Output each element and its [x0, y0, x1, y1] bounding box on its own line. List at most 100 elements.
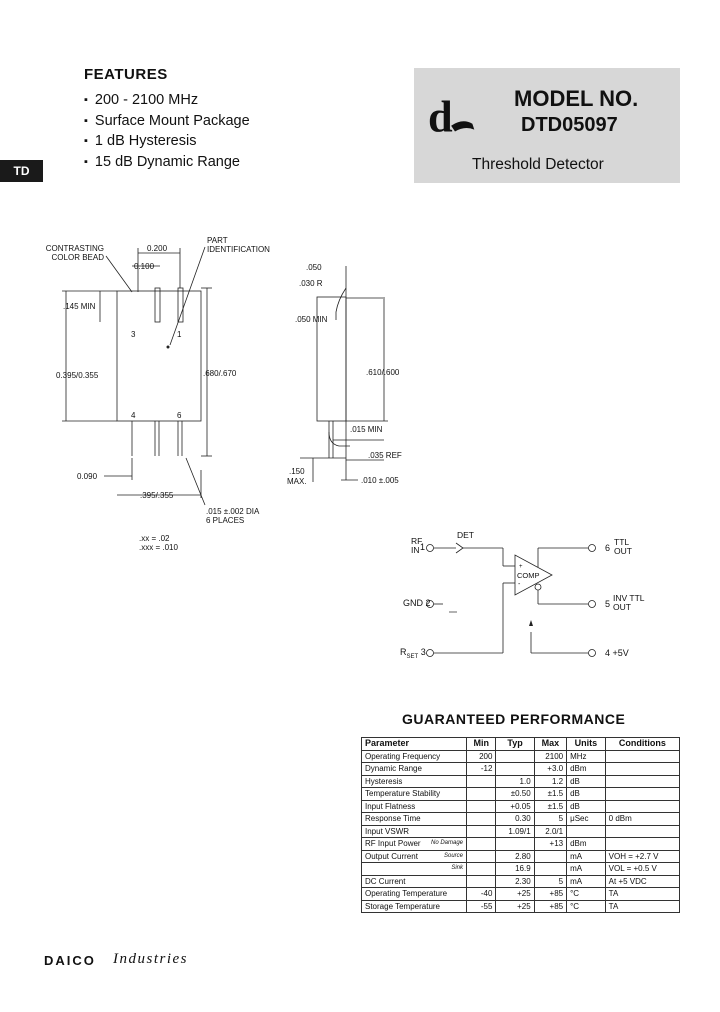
dim-035ref: .035 REF — [368, 451, 402, 460]
dim-max: MAX. — [287, 477, 307, 486]
param-name: Operating Frequency — [365, 751, 441, 761]
max-cell — [533, 849, 568, 863]
daico-logo-icon: d — [428, 96, 475, 140]
min-cell — [465, 799, 497, 813]
pin-label: 4 — [131, 411, 136, 420]
param-name: Dynamic Range — [365, 764, 422, 773]
dim-places: 6 PLACES — [206, 516, 245, 525]
param-name: Operating Temperature — [365, 889, 448, 898]
comp-plus: + — [519, 564, 523, 570]
conditions-cell: TA — [604, 899, 681, 913]
max-cell: +13 — [533, 837, 568, 851]
max-cell: +85 — [533, 887, 568, 901]
param-name: Input Flatness — [365, 801, 416, 811]
label-line: IN — [411, 545, 420, 555]
dim-0200: 0.200 — [147, 244, 168, 253]
typ-cell: +25 — [495, 887, 535, 901]
units-cell: dBm — [566, 762, 606, 776]
label-line: OUT — [614, 546, 632, 556]
param-name: Input VSWR — [365, 826, 410, 836]
contrasting-bead-label: CONTRASTING COLOR BEAD — [43, 244, 104, 262]
ttl-out-label: TTL OUT — [614, 538, 632, 556]
units-cell: μSec — [566, 812, 606, 826]
typ-cell: +0.05 — [495, 799, 535, 813]
max-cell: 1.2 — [533, 774, 568, 788]
max-cell: 2.0/1 — [533, 824, 568, 838]
typ-cell: 0.30 — [495, 812, 535, 826]
features-title: FEATURES — [84, 66, 168, 83]
max-cell: 5 — [533, 874, 568, 888]
units-cell: dB — [566, 774, 606, 788]
column-header: Min — [465, 737, 497, 751]
feature-item: 15 dB Dynamic Range — [84, 152, 250, 173]
column-header: Max — [533, 737, 568, 751]
model-description: Threshold Detector — [472, 156, 604, 173]
table-header-row: Parameter Min Typ Max Units Conditions — [361, 737, 681, 751]
param-cell: Sink — [361, 862, 467, 876]
min-cell: -40 — [465, 887, 497, 901]
dim-0395: 0.395/0.355 — [56, 371, 99, 380]
units-cell: MHz — [566, 749, 606, 763]
param-cell: DC Current — [361, 874, 467, 888]
dim-050: .050 — [306, 263, 322, 272]
tolerance-note: .xx = .02 .xxx = .010 — [139, 534, 178, 552]
min-cell: -55 — [465, 899, 497, 913]
label-line: PART — [207, 236, 228, 245]
dim-680: .680/.670 — [203, 369, 237, 378]
column-header: Parameter — [361, 737, 467, 751]
min-cell: -12 — [465, 762, 497, 776]
dim-010: .010 ±.005 — [361, 476, 399, 485]
conditions-cell: 0 dBm — [604, 812, 681, 826]
inv-ttl-out-label: INV TTL OUT — [613, 594, 645, 612]
conditions-cell — [604, 799, 681, 813]
conditions-cell — [604, 774, 681, 788]
performance-table: Parameter Min Typ Max Units Conditions O… — [361, 737, 681, 913]
conditions-cell: VOH = +2.7 V — [604, 849, 681, 863]
max-cell — [533, 862, 568, 876]
pin5-label: 5 — [605, 599, 611, 609]
label-line: CONTRASTING — [45, 244, 104, 253]
model-title: MODEL NO. — [514, 86, 639, 111]
dim-0100: 0.100 — [134, 262, 155, 271]
comp-minus: - — [518, 581, 521, 588]
units-cell: °C — [566, 887, 606, 901]
conditions-cell: VOL = +0.5 V — [604, 862, 681, 876]
param-name: Response Time — [365, 814, 421, 823]
part-identification-label: PART IDENTIFICATION — [207, 236, 270, 254]
label-line: IDENTIFICATION — [207, 245, 270, 254]
rf-in-label: RF IN — [411, 537, 422, 555]
dim-dia: .015 ±.002 DIA — [206, 507, 260, 516]
conditions-cell — [604, 749, 681, 763]
min-cell — [465, 862, 497, 876]
units-cell — [566, 824, 606, 838]
dim-150: .150 — [289, 467, 305, 476]
min-cell — [465, 849, 497, 863]
units-cell: °C — [566, 899, 606, 913]
rset-label: RSET 3 — [400, 648, 426, 662]
rset-pin: 3 — [420, 647, 426, 657]
conditions-cell: TA — [604, 887, 681, 901]
min-cell — [465, 774, 497, 788]
param-name: DC Current — [365, 876, 406, 886]
pin6-label: 6 — [605, 543, 611, 553]
units-cell: mA — [566, 849, 606, 863]
typ-cell: 1.09/1 — [495, 824, 535, 838]
param-name: Storage Temperature — [365, 901, 441, 911]
units-cell: dBm — [566, 837, 606, 851]
dim-610: .610/.600 — [366, 368, 400, 377]
param-cell: Dynamic Range — [361, 762, 467, 776]
dim-030r: .030 R — [299, 279, 323, 288]
model-number: DTD05097 — [521, 114, 618, 136]
label-line: OUT — [613, 602, 631, 612]
performance-title: GUARANTEED PERFORMANCE — [402, 711, 626, 727]
